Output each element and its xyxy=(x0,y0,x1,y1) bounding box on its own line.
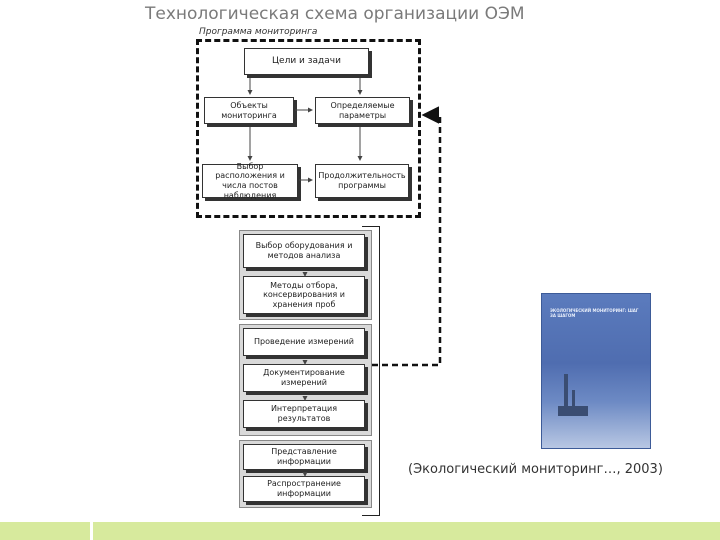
step-box-measurement: Проведение измерений xyxy=(243,328,365,356)
factory-shape xyxy=(558,406,588,416)
footer-divider xyxy=(90,522,93,540)
parameters-box: Определяемые параметры xyxy=(315,97,410,124)
goals-box: Цели и задачи xyxy=(244,48,369,75)
book-title: ЭКОЛОГИЧЕСКИЙ МОНИТОРИНГ: ШАГ ЗА ШАГОМ xyxy=(550,308,639,319)
objects-box: Объекты мониторинга xyxy=(204,97,294,124)
step-box-distribution: Распространение информации xyxy=(243,476,365,502)
step-box-equipment: Выбор оборудования и методов анализа xyxy=(243,234,365,268)
footer-bar xyxy=(0,522,720,540)
chimney-shape-2 xyxy=(572,390,575,414)
slide-title: Технологическая схема организации ОЭМ xyxy=(145,4,525,24)
book-cover-image: ЭКОЛОГИЧЕСКИЙ МОНИТОРИНГ: ШАГ ЗА ШАГОМ xyxy=(541,293,651,449)
steps-bracket xyxy=(362,226,380,516)
duration-box: Продолжительность программы xyxy=(315,164,409,198)
book-caption: (Экологический мониторинг…, 2003) xyxy=(408,462,663,477)
step-box-interpretation: Интерпретация результатов xyxy=(243,400,365,428)
step-box-documentation: Документирование измерений xyxy=(243,364,365,392)
step-box-sampling: Методы отбора, консервирования и хранени… xyxy=(243,276,365,314)
step-box-presentation: Представление информации xyxy=(243,444,365,470)
locations-box: Выбор расположения и числа постов наблюд… xyxy=(202,162,298,200)
chimney-shape xyxy=(564,374,568,414)
program-label: Программа мониторинга xyxy=(197,27,320,37)
